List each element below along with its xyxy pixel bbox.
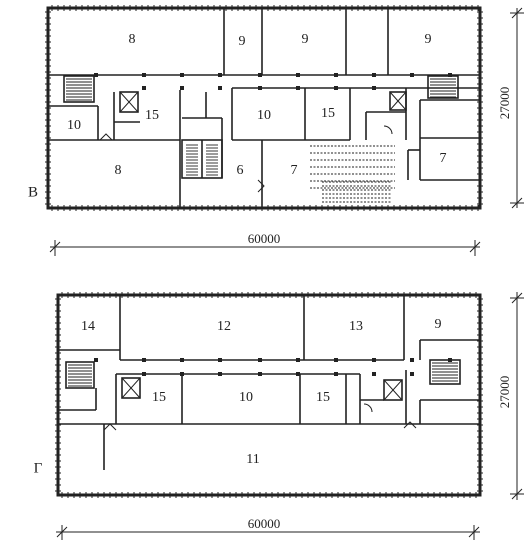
room-label-g-12: 12 xyxy=(217,319,231,334)
plan-v-seating-rows xyxy=(310,145,395,203)
plan-v: 8 9 9 9 10 15 10 15 8 6 7 7 В 60000 xyxy=(28,5,524,256)
room-label-v-9a: 9 xyxy=(239,34,246,49)
column-marker xyxy=(94,73,98,77)
room-label-v-7b: 7 xyxy=(440,151,447,166)
plan-v-corridor-columns xyxy=(94,73,452,90)
plan-v-depth-dimension xyxy=(510,7,524,209)
room-label-v-15b: 15 xyxy=(321,106,335,121)
column-marker xyxy=(296,358,300,362)
column-marker xyxy=(180,358,184,362)
plan-g-width-dimension xyxy=(56,525,480,540)
column-marker xyxy=(410,73,414,77)
plan-g-lift-icons xyxy=(121,377,403,401)
column-marker xyxy=(448,358,452,362)
column-marker xyxy=(218,372,222,376)
plan-g-corridor-columns xyxy=(94,358,452,376)
plan-v-door-swings xyxy=(99,125,393,193)
column-marker xyxy=(334,73,338,77)
plan-g-stair-hatching xyxy=(68,362,458,387)
plan-v-window-ticks xyxy=(45,5,483,211)
plan-g-window-ticks xyxy=(55,292,483,498)
plan-v-width-dim-text: 60000 xyxy=(248,231,281,246)
column-marker xyxy=(448,73,452,77)
column-marker xyxy=(142,86,146,90)
plan-g-room-labels: 14 12 13 9 15 10 15 11 xyxy=(81,317,442,467)
room-label-v-10a: 10 xyxy=(67,118,81,133)
column-marker xyxy=(410,372,414,376)
room-label-g-11: 11 xyxy=(246,452,259,467)
room-label-v-8b: 8 xyxy=(115,163,122,178)
column-marker xyxy=(372,73,376,77)
plan-v-label: В xyxy=(28,184,38,200)
column-marker xyxy=(296,73,300,77)
plan-v-width-dimension xyxy=(49,240,481,256)
plan-v-stair-hatching xyxy=(66,78,456,176)
column-marker xyxy=(180,73,184,77)
column-marker xyxy=(142,358,146,362)
room-label-g-10: 10 xyxy=(239,390,253,405)
plan-v-lift-icons xyxy=(119,91,407,113)
room-label-g-15a: 15 xyxy=(152,390,166,405)
room-label-g-15b: 15 xyxy=(316,390,330,405)
plan-g-interior-walls xyxy=(58,295,480,470)
room-label-v-15a: 15 xyxy=(145,108,159,123)
column-marker xyxy=(218,358,222,362)
room-label-v-6: 6 xyxy=(237,163,244,178)
plan-g-depth-dimension xyxy=(510,292,524,500)
column-marker xyxy=(258,73,262,77)
room-label-v-9b: 9 xyxy=(302,32,309,47)
plan-g-width-dim-text: 60000 xyxy=(248,516,281,531)
column-marker xyxy=(334,86,338,90)
column-marker xyxy=(296,86,300,90)
room-label-g-13: 13 xyxy=(349,319,363,334)
column-marker xyxy=(258,358,262,362)
plan-v-room-labels: 8 9 9 9 10 15 10 15 8 6 7 7 xyxy=(67,32,447,178)
plan-g-label: Г xyxy=(34,460,43,476)
plan-g-depth-dim-text: 27000 xyxy=(497,376,512,409)
column-marker xyxy=(372,358,376,362)
plan-v-depth-dim-text: 27000 xyxy=(497,87,512,120)
column-marker xyxy=(218,73,222,77)
column-marker xyxy=(372,86,376,90)
room-label-g-9: 9 xyxy=(435,317,442,332)
room-label-v-8a: 8 xyxy=(129,32,136,47)
plan-g-width-dim-bg xyxy=(232,518,296,531)
column-marker xyxy=(296,372,300,376)
column-marker xyxy=(334,358,338,362)
column-marker xyxy=(334,372,338,376)
column-marker xyxy=(142,372,146,376)
room-label-v-9c: 9 xyxy=(425,32,432,47)
column-marker xyxy=(180,86,184,90)
column-marker xyxy=(410,358,414,362)
column-marker xyxy=(94,358,98,362)
column-marker xyxy=(258,372,262,376)
plan-g: 14 12 13 9 15 10 15 11 Г 60000 27000 xyxy=(34,292,524,540)
column-marker xyxy=(142,73,146,77)
room-label-g-14: 14 xyxy=(81,319,95,334)
plan-g-door-swings xyxy=(103,403,417,431)
plan-v-width-dim-bg xyxy=(232,232,296,246)
room-label-v-10b: 10 xyxy=(257,108,271,123)
column-marker xyxy=(258,86,262,90)
room-label-v-7a: 7 xyxy=(291,163,298,178)
column-marker xyxy=(372,372,376,376)
column-marker xyxy=(218,86,222,90)
column-marker xyxy=(180,372,184,376)
plan-v-interior-walls xyxy=(48,8,480,208)
